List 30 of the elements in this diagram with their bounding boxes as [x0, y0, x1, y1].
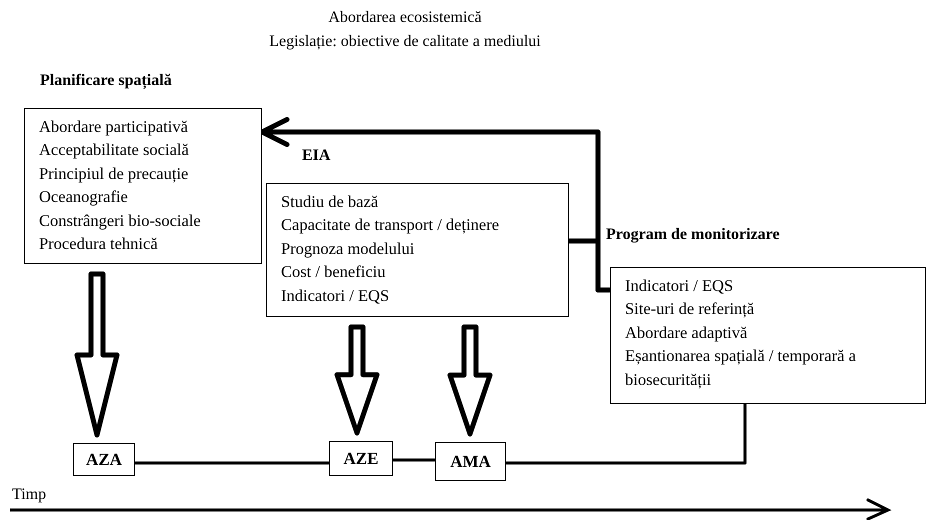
list-item: Principiul de precauție	[39, 162, 190, 185]
list-item: Studiu de bază	[281, 191, 380, 213]
stage-box: AMA	[435, 442, 506, 481]
box-heading: Program de monitorizare	[606, 226, 780, 244]
connector-line	[393, 458, 435, 462]
box-heading: Planificare spațială	[40, 72, 172, 90]
list-item: Acceptabilitate socială	[39, 139, 190, 162]
list-item: Prognoza modelului	[281, 238, 416, 260]
block-arrow	[334, 324, 380, 436]
list-item: Abordare adaptivă	[625, 322, 748, 344]
stage-box: AZA	[73, 443, 135, 476]
list-item: Procedura tehnică	[39, 233, 159, 256]
stage-box: AZE	[329, 441, 393, 476]
list-item: Site-uri de referință	[625, 298, 756, 320]
list-item: Abordare participativă	[39, 116, 189, 138]
block-arrow	[448, 324, 492, 436]
block-arrow	[74, 272, 120, 438]
connector-line	[506, 404, 746, 464]
list-item: Capacitate de transport / deținere	[281, 214, 500, 236]
subtitle: Legislație: obiective de calitate a mediului	[268, 33, 542, 51]
box-heading: EIA	[302, 147, 330, 165]
list-item: Cost / beneficiu	[281, 261, 386, 284]
list-item: Indicatori / EQS	[281, 284, 390, 307]
list-item: Indicatori / EQS	[625, 275, 734, 297]
list-item: Eșantionarea spațială / temporară a biosecurității	[625, 345, 857, 391]
title: Abordarea ecosistemică	[327, 9, 483, 27]
list-item: Constrângeri bio-sociale	[39, 210, 202, 232]
axis-label: Timp	[12, 486, 46, 504]
list-item: Oceanografie	[39, 186, 129, 208]
connector-line	[135, 462, 329, 464]
